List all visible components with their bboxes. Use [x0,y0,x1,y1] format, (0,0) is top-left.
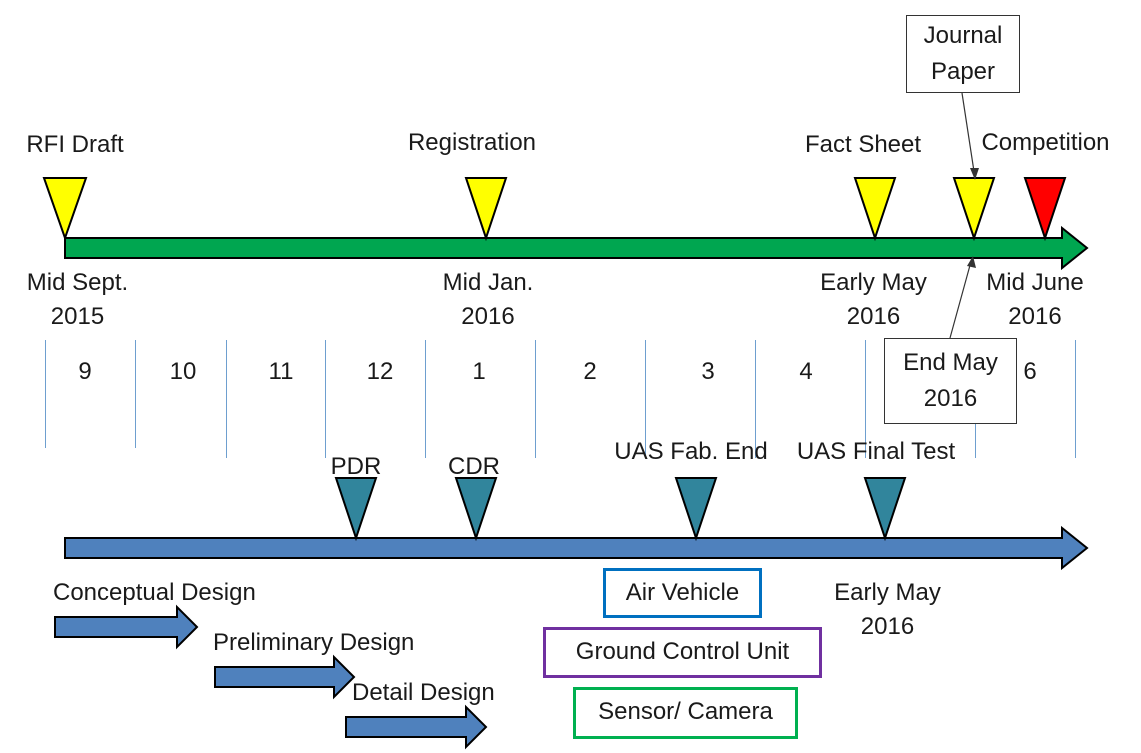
end-may-connector-head [967,256,976,268]
date-label-mid-jan-2016: Mid Jan. 2016 [442,269,534,330]
month-divider [645,340,646,458]
milestone-label-registration: Registration [407,129,537,156]
milestone-label-competition: Competition [981,129,1110,156]
end-may-connector [949,257,973,339]
milestone-label-pdr: PDR [330,453,382,480]
milestone-label-uas-fab-end: UAS Fab. End [614,438,768,465]
bottom-timeline-arrow [64,525,1089,571]
milestone-marker-competition [1023,177,1067,242]
month-label: 10 [169,358,197,385]
milestone-marker-fact-sheet [853,177,897,242]
journal-paper-connector-head [970,168,979,180]
month-label: 6 [1023,358,1037,385]
journal-paper-connector [961,92,976,179]
month-label: 12 [366,358,394,385]
milestone-marker-registration [464,177,508,242]
month-label: 9 [78,358,92,385]
phase-arrow-detail-design [345,704,488,750]
month-label: 3 [701,358,715,385]
milestone-marker-cdr [454,477,498,542]
milestone-label-rfi-draft: RFI Draft [26,131,124,158]
month-divider [755,340,756,458]
month-divider [45,340,46,448]
phase-label-conceptual-design: Conceptual Design [53,579,256,606]
phase-arrow-preliminary-design [214,654,356,700]
milestone-marker-pdr [334,477,378,542]
journal-paper-callout: Journal Paper [906,15,1020,93]
date-label-mid-june-2016: Mid June 2016 [986,269,1084,330]
date-label-early-may-2016-bottom: Early May 2016 [834,579,941,640]
milestone-label-fact-sheet: Fact Sheet [804,131,922,158]
month-divider [226,340,227,458]
month-divider [1075,340,1076,458]
phase-label-detail-design: Detail Design [352,679,495,706]
month-divider [135,340,136,448]
subsystem-box-sensor-camera: Sensor/ Camera [573,687,798,739]
phase-label-preliminary-design: Preliminary Design [213,629,415,656]
month-divider [325,340,326,458]
milestone-marker-rfi-draft [42,177,88,242]
subsystem-box-ground-control-unit: Ground Control Unit [543,627,822,678]
milestone-marker-uas-final-test [863,477,907,542]
top-timeline-arrow [64,225,1089,271]
month-divider [865,340,866,458]
subsystem-box-air-vehicle: Air Vehicle [603,568,762,618]
month-divider [535,340,536,458]
month-label: 1 [472,358,486,385]
phase-arrow-conceptual-design [54,604,199,650]
month-label: 4 [799,358,813,385]
end-may-callout: End May 2016 [884,338,1017,424]
month-label: 11 [268,358,294,385]
milestone-label-cdr: CDR [448,453,500,480]
date-label-mid-sept-2015: Mid Sept. 2015 [26,269,129,330]
month-divider [425,340,426,458]
milestone-label-uas-final-test: UAS Final Test [796,438,956,465]
milestone-marker-journal-paper [952,177,996,242]
month-label: 2 [583,358,597,385]
milestone-marker-uas-fab-end [674,477,718,542]
date-label-early-may-2016-top: Early May 2016 [820,269,927,330]
